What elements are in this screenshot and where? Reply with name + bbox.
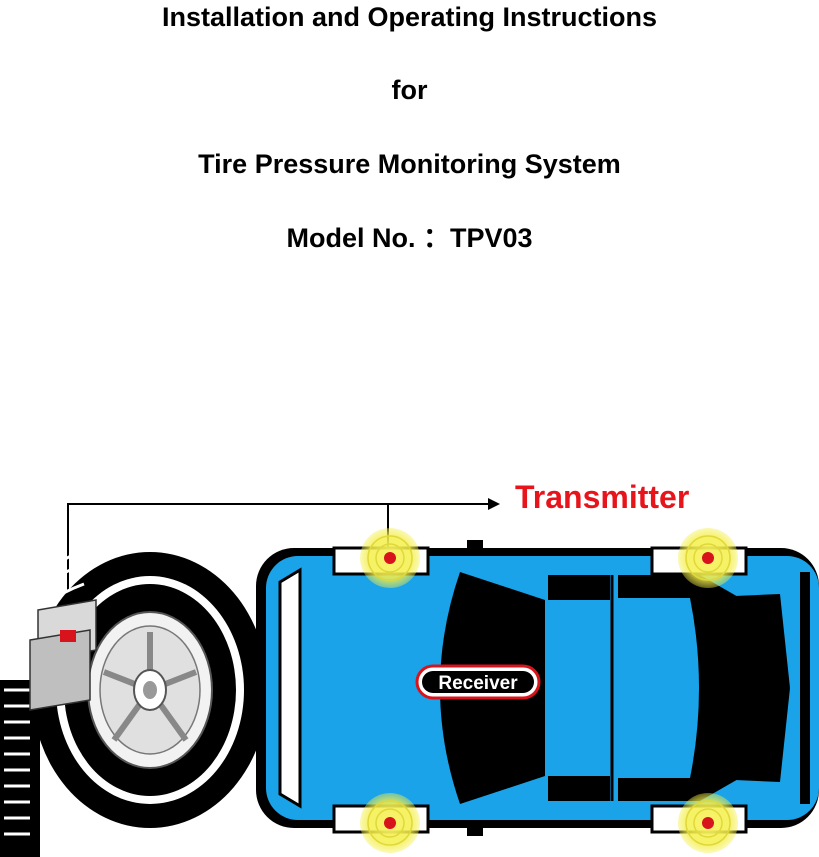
- receiver-badge: Receiver: [415, 664, 541, 700]
- title-line-2: for: [391, 75, 428, 105]
- receiver-label: Receiver: [438, 673, 518, 694]
- wheel-front-right: [332, 793, 430, 853]
- sensor-icon: [384, 817, 396, 829]
- sensor-icon: [384, 552, 396, 564]
- title-line-3: Tire Pressure Monitoring System: [198, 149, 621, 179]
- sensor-icon: [702, 552, 714, 564]
- sensor-icon: [702, 817, 714, 829]
- wheel-rear-right: [650, 793, 748, 853]
- wheel-front-left: [332, 528, 430, 588]
- title-line-1: Installation and Operating Instructions: [161, 2, 658, 32]
- tire-image: [0, 550, 268, 857]
- wheel-rear-left: [650, 528, 748, 588]
- model-number: Model No. ：TPV03: [286, 223, 533, 253]
- tpms-illustration: Transmitter: [0, 479, 819, 857]
- transmitter-label: Transmitter: [515, 479, 689, 515]
- car-image: [256, 540, 819, 836]
